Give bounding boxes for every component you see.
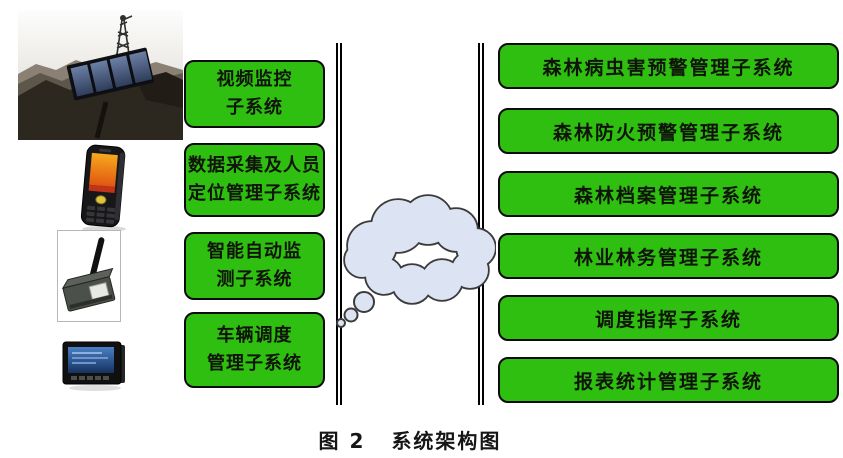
foreground-ridge [18,76,183,140]
terminal-shadow [69,385,121,391]
box-video-surveillance-subsystem: 视频监控 子系统 [184,60,325,128]
box-label: 森林档案管理子系统 [573,184,763,207]
box-label: 智能自动监 [207,241,302,263]
box-label: 视频监控 [216,69,293,91]
box-forest-archives-subsystem: 森林档案管理子系统 [498,171,839,217]
box-vehicle-dispatch-management-subsystem: 车辆调度 管理子系统 [184,312,325,388]
box-label: 数据采集及人员 [188,155,321,177]
cloud-fill [345,196,495,303]
box-report-statistics-subsystem: 报表统计管理子系统 [498,357,839,403]
terminal-buttons [71,376,109,380]
box-intelligent-auto-monitoring-subsystem: 智能自动监 测子系统 [184,232,325,300]
pda-keypad [86,205,116,224]
box-label: 森林病虫害预警管理子系统 [542,56,795,79]
figure-caption: 图 2 系统架构图 [290,425,530,454]
pda-ok-key [95,195,107,205]
box-label: 报表统计管理子系统 [573,370,763,393]
tower-antenna-head [120,15,126,21]
figure-caption-label: 图 2 [318,429,366,453]
box-label: 管理子系统 [207,353,302,374]
left-bus-line [336,43,342,405]
box-forest-fire-warning-subsystem: 森林防火预警管理子系统 [498,108,839,154]
monitoring-station-photo [18,10,183,140]
box-forest-pest-warning-subsystem: 森林病虫害预警管理子系统 [498,43,839,89]
right-bus-line [478,43,484,405]
cloud-trail-bubbles [336,291,375,328]
panel-pole [94,101,109,139]
box-label: 车辆调度 [216,325,293,347]
box-dispatch-command-subsystem: 调度指挥子系统 [498,295,839,341]
solar-panel-icon [66,47,154,101]
pda-body [80,144,126,228]
wireless-monitor-photo [57,230,121,322]
pda-screen [89,152,118,187]
box-label: 子系统 [226,97,283,118]
network-cloud [324,184,497,334]
box-label: 森林防火预警管理子系统 [552,121,784,144]
module-body [61,267,116,312]
box-label: 调度指挥子系统 [594,308,742,331]
box-label: 测子系统 [216,269,293,290]
terminal-screen [68,347,114,373]
box-label: 定位管理子系统 [188,183,321,204]
box-forestry-affairs-subsystem: 林业林务管理子系统 [498,233,839,279]
box-data-collection-personnel-positioning-subsystem: 数据采集及人员 定位管理子系统 [184,143,325,217]
vehicle-terminal-photo [62,341,125,391]
box-label: 林业林务管理子系统 [573,246,763,269]
figure-caption-title: 系统架构图 [391,429,502,453]
handheld-terminal-photo [80,144,126,232]
